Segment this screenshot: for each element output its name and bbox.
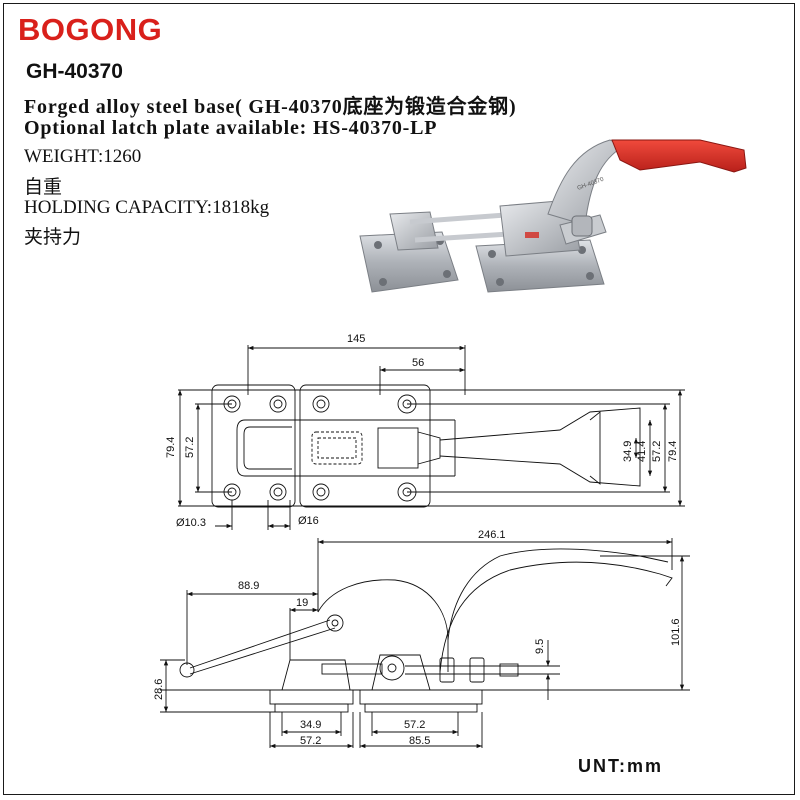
dim-19: 19 [296,597,308,609]
dim-101-6: 101.6 [670,618,682,646]
dim-246-1: 246.1 [478,529,506,541]
holding-capacity-label-cn: 夹持力 [24,227,82,248]
dim-9-5: 9.5 [534,639,546,654]
weight-label-cn: 自重 [24,177,63,198]
base-material-note: Forged alloy steel base( GH-40370底座为锻造合金… [24,96,517,118]
dim-right-57-2: 57.2 [651,441,663,462]
dim-hole-10-3: Ø10.3 [176,517,206,529]
top-view-drawing: 145 56 79.4 57.2 34.9 41.4 57.2 79.4 Ø10… [165,333,685,530]
dim-left-57-2: 57.2 [184,437,196,458]
holding-capacity-label: HOLDING CAPACITY:1818kg [24,197,270,218]
dim-hole-16: Ø16 [298,515,319,527]
model-number: GH-40370 [26,60,123,83]
dim-bottom-34-9: 34.9 [300,719,321,731]
dim-bottom-57-2b: 57.2 [404,719,425,731]
unit-label: UNT:mm [578,756,664,776]
dim-left-79-4: 79.4 [165,437,177,458]
weight-label: WEIGHT:1260 [24,146,142,167]
dim-right-41-4: 41.4 [636,441,648,462]
dim-145: 145 [347,333,365,345]
dim-bottom-85-5: 85.5 [409,735,430,747]
page-border [3,3,795,795]
dim-bottom-57-2a: 57.2 [300,735,321,747]
dim-56: 56 [412,357,424,369]
dim-88-9: 88.9 [238,580,259,592]
latch-plate-note: Optional latch plate available: HS-40370… [24,117,438,139]
side-view-drawing: 246.1 88.9 19 9.5 101.6 28.6 34.9 57.2 5… [153,529,690,749]
dim-right-79-4: 79.4 [667,441,679,462]
dim-right-34-9: 34.9 [622,441,634,462]
brand-logo: BOGONG [18,12,163,47]
dim-28-6: 28.6 [153,679,165,700]
product-photo: GH-40370 [359,139,747,293]
